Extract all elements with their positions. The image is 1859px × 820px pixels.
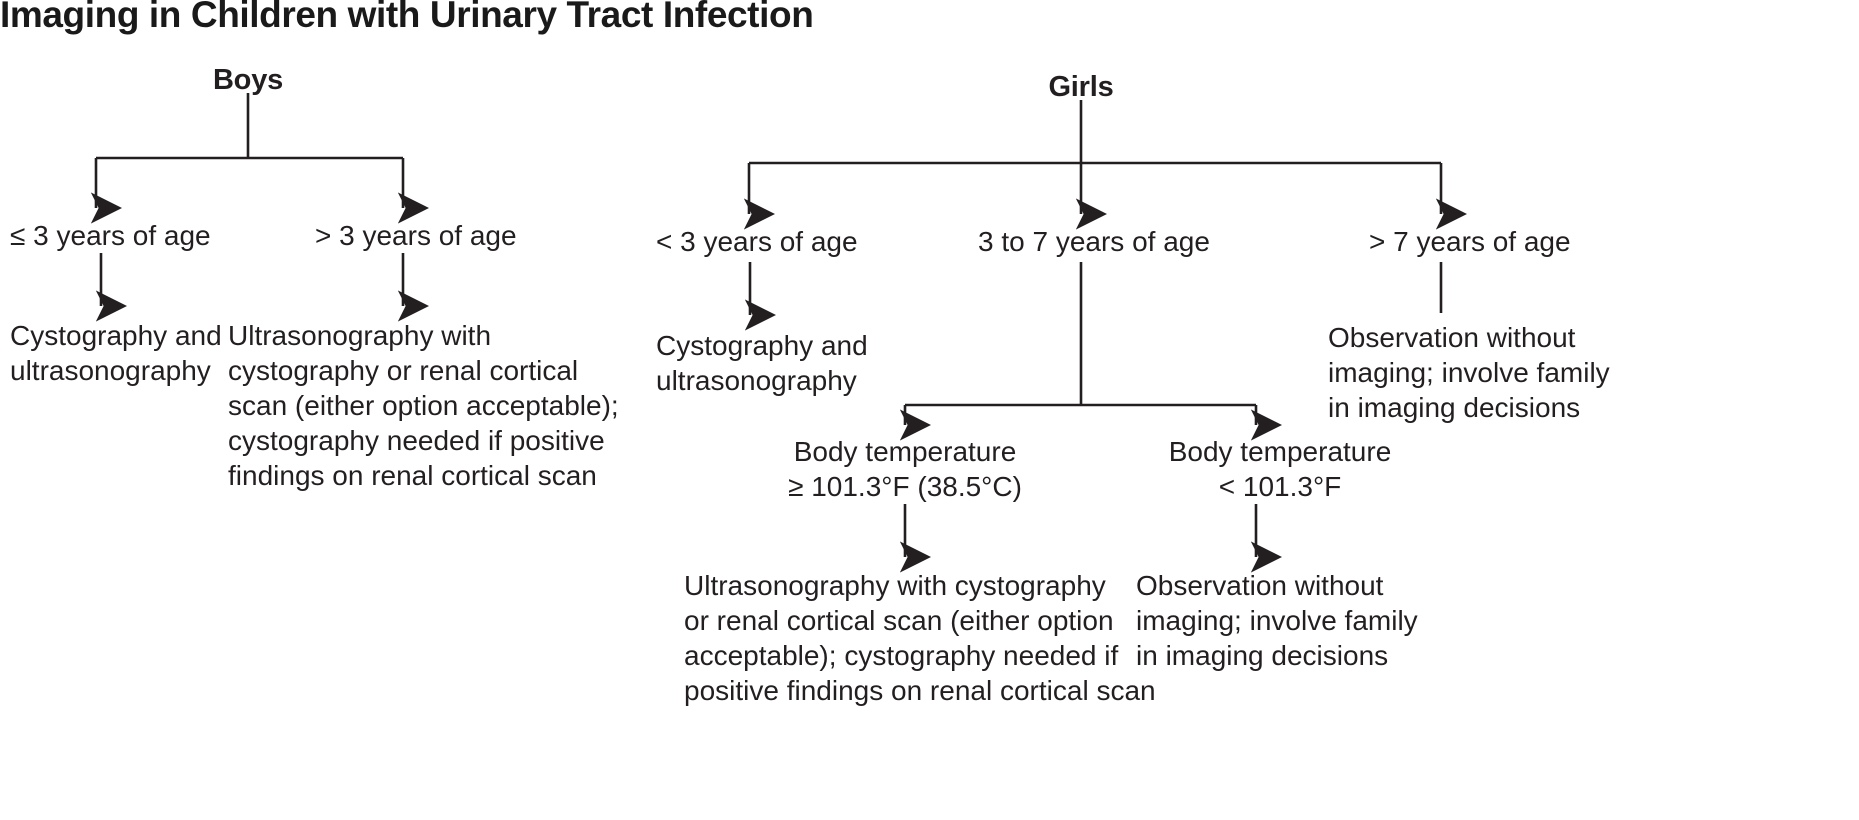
page-title: Imaging in Children with Urinary Tract I… [0, 0, 814, 35]
branch-root-girls: Girls [1048, 71, 1114, 103]
node-girls-gt7-outcome: Observation without imaging; involve fam… [1328, 322, 1610, 423]
node-boys-le3-age: ≤ 3 years of age [10, 220, 211, 251]
node-girls-3to7-cool-outcome: Observation without imaging; involve fam… [1136, 570, 1418, 671]
node-boys-le3-outcome: Cystography and ultrasonography [10, 320, 222, 386]
node-girls-3to7-cool-temp: Body temperature < 101.3°F [1168, 436, 1392, 502]
node-girls-gt7-age: > 7 years of age [1369, 226, 1571, 257]
branch-root-boys: Boys [212, 64, 284, 96]
node-girls-lt3-outcome: Cystography and ultrasonography [656, 330, 868, 396]
node-boys-gt3-outcome: Ultrasonography with cystography or rena… [228, 320, 619, 491]
node-girls-lt3-age: < 3 years of age [656, 226, 858, 257]
node-boys-gt3-age: > 3 years of age [315, 220, 517, 251]
node-girls-3to7-hot-outcome: Ultrasonography with cystography or rena… [684, 570, 1156, 706]
node-girls-3to7-hot-temp: Body temperature ≥ 101.3°F (38.5°C) [788, 436, 1022, 502]
node-girls-3to7-age: 3 to 7 years of age [978, 226, 1210, 257]
